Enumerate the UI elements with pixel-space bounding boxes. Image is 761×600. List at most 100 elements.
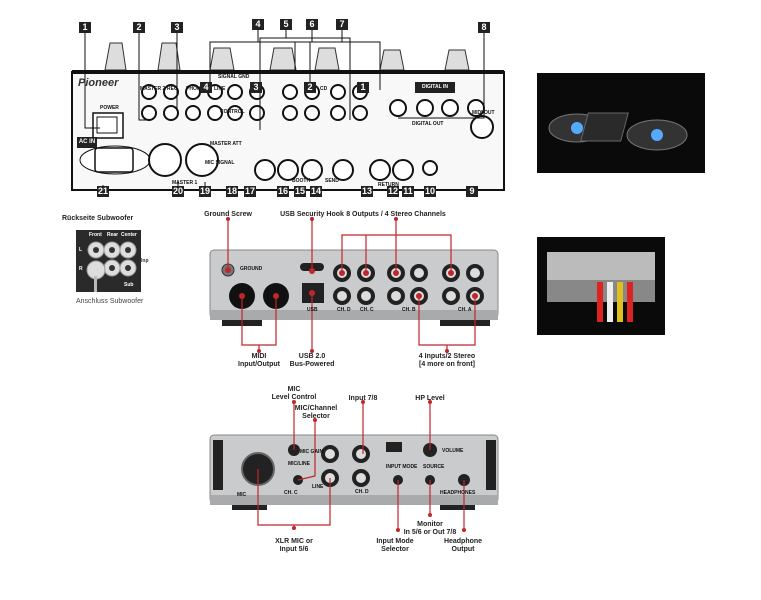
sub-label-inp: Inp [141, 258, 149, 264]
rca-jack [141, 105, 157, 121]
callout-10: 10 [424, 186, 436, 197]
callout-4: 4 [252, 19, 264, 30]
callout-3: 3 [171, 22, 183, 33]
callout-mic-selector: MIC/Channel Selector [294, 405, 338, 420]
callout-2: 2 [133, 22, 145, 33]
rca-jack [304, 105, 320, 121]
volume-label: VOLUME [442, 448, 464, 454]
ch-d-front-label: CH. D [355, 489, 369, 495]
callout-11: 11 [402, 186, 414, 197]
channel-4-badge: 4 [200, 82, 212, 93]
interface-rear-diagram: GROUND USB CH. D CH. C CH. B CH. A [200, 205, 510, 375]
ch-d-label: CH. D [337, 307, 351, 313]
rca-jack [185, 105, 201, 121]
master2-label: MASTER 2 [140, 86, 166, 92]
rca-jack [330, 84, 346, 100]
power-label: POWER [100, 105, 119, 111]
subwoofer-caption: Anschluss Subwoofer [76, 298, 144, 305]
subwoofer-photo: Front Rear Center Sub L R [76, 230, 141, 292]
callout-hp-level: HP Level [415, 395, 445, 402]
callout-5: 5 [280, 19, 292, 30]
callout-18: 18 [226, 186, 238, 197]
mic-signal-label: MIC SIGNAL [205, 160, 235, 166]
callout-12: 12 [387, 186, 399, 197]
sub-label-r: R [79, 266, 83, 272]
rec-label: REC [167, 86, 178, 92]
headphones-label: HEADPHONES [440, 490, 476, 496]
callout-headphone-output: Headphone Output [443, 538, 483, 553]
control-label: CONTROL [220, 109, 245, 115]
ch-a-label: CH. A [458, 307, 472, 313]
signal-gnd-label: SIGNAL GND [218, 74, 250, 80]
callout-6: 6 [306, 19, 318, 30]
line-label: LINE [214, 86, 226, 92]
rca-jack [163, 105, 179, 121]
callout-19: 19 [199, 186, 211, 197]
rca-jack [227, 84, 243, 100]
callout-monitor: Monitor In 5/6 or Out 7/8 [403, 521, 457, 536]
digital-in-label: DIGITAL IN [415, 82, 455, 93]
callout-7: 7 [336, 19, 348, 30]
callout-13: 13 [361, 186, 373, 197]
sub-label-l: L [79, 247, 83, 253]
dj-setup-photo [537, 73, 705, 173]
midi-out-label: MIDI OUT [472, 110, 495, 116]
mic-gain-label: MIC GAIN [300, 449, 324, 455]
phono-label: PHONO [186, 86, 205, 92]
callout-20: 20 [172, 186, 184, 197]
callout-15: 15 [294, 186, 306, 197]
rca-jack [249, 105, 265, 121]
callout-xlr-mic: XLR MIC or Input 5/6 [275, 538, 313, 553]
mixer-rear-drawing [71, 28, 505, 196]
mic-line-label: MIC/LINE [288, 461, 310, 467]
callout-9: 9 [466, 186, 478, 197]
callout-17: 17 [244, 186, 256, 197]
cd-label: CD [320, 86, 328, 92]
callout-usb-2: USB 2.0 Bus-Powered [289, 353, 335, 368]
booth-label: BOOTH [292, 178, 311, 184]
callout-ground-screw: Ground Screw [204, 211, 252, 218]
rca-jack [330, 105, 346, 121]
channel-3-badge: 3 [250, 82, 262, 93]
rca-jack [163, 84, 179, 100]
return-label: RETURN [378, 182, 399, 188]
ground-label: GROUND [240, 266, 263, 272]
subwoofer-title: Rückseite Subwoofer [62, 215, 134, 222]
send-label: SEND [325, 178, 339, 184]
ac-in-label: AC IN [77, 137, 97, 148]
callout-mic-level: MIC Level Control [271, 386, 317, 401]
usb-port-label: USB [307, 307, 318, 313]
rca-jack [352, 105, 368, 121]
input-mode-label: INPUT MODE [386, 464, 418, 470]
channel-2-badge: 2 [304, 82, 316, 93]
source-label: SOURCE [423, 464, 445, 470]
pioneer-logo: Pioneer [78, 77, 119, 89]
callout-8: 8 [478, 22, 490, 33]
master-att-label: MASTER ATT [210, 141, 242, 147]
master1-label: MASTER 1 [172, 180, 198, 186]
sub-label-rear: Rear [107, 232, 119, 238]
sub-label-front: Front [89, 232, 102, 238]
mic-label: MIC [237, 492, 247, 498]
rca-jack [282, 105, 298, 121]
ch-c-label: CH. C [360, 307, 374, 313]
sub-label-sub: Sub [124, 282, 134, 288]
callout-input-mode: Input Mode Selector [376, 538, 414, 553]
callout-21: 21 [97, 186, 109, 197]
callout-1: 1 [79, 22, 91, 33]
callout-16: 16 [277, 186, 289, 197]
interface-connection-photo [537, 237, 665, 335]
interface-front-diagram: MIC MIC GAIN MIC/LINE LINE CH. C CH. D I… [200, 380, 510, 560]
channel-1-badge: 1 [357, 82, 369, 93]
callout-midi: MIDI Input/Output [238, 353, 280, 368]
callout-input-78: Input 7/8 [348, 395, 378, 402]
callout-4-inputs: 4 Inputs/2 Stereo [4 more on front] [418, 353, 476, 368]
rca-jack [207, 105, 223, 121]
rca-jack [282, 84, 298, 100]
callout-usb-security-hook: USB Security Hook [280, 211, 344, 218]
mixer-rear-diagram: Pioneer POWER AC IN MASTER 2 REC PHONO 4… [60, 10, 510, 200]
line-front-label: LINE [312, 484, 324, 490]
callout-8-outputs: 8 Outputs / 4 Stereo Channels [346, 211, 446, 218]
digital-out-label: DIGITAL OUT [412, 121, 444, 127]
